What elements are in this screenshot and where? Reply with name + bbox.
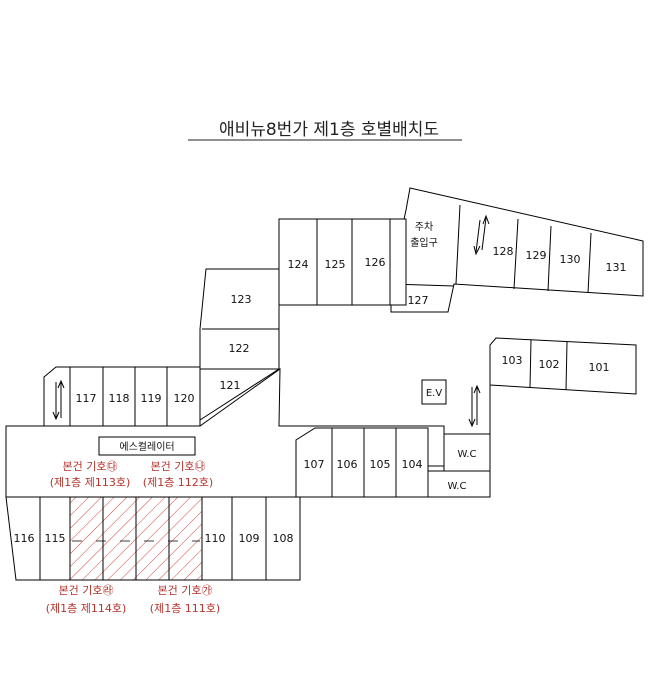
block-101-103	[489, 337, 637, 395]
escalator-box	[98, 436, 196, 456]
hatch-112	[135, 496, 170, 581]
elevator	[421, 379, 447, 405]
annotation-da-sub: (제1층 제113호)	[50, 476, 131, 489]
parking-arrows	[473, 214, 490, 256]
room-101: 101	[589, 361, 610, 374]
subject-annotations: 본건 기호㉰ (제1층 제113호) 본건 기호㉯ (제1층 112호) 본건 …	[46, 460, 221, 615]
wc-label-upper: W.C	[458, 449, 477, 460]
room-123: 123	[231, 293, 252, 306]
room-108: 108	[273, 532, 294, 545]
annotation-na-title: 본건 기호㉯	[151, 460, 206, 473]
room-118: 118	[109, 392, 130, 405]
hatch-111	[168, 496, 203, 581]
room-102: 102	[539, 358, 560, 371]
room-126: 126	[365, 256, 386, 269]
corridor-arrows	[468, 384, 481, 428]
block-124-126	[278, 218, 407, 306]
room-104: 104	[402, 458, 423, 471]
room-115: 115	[45, 532, 66, 545]
room-124: 124	[288, 258, 309, 271]
annotation-na-sub: (제1층 112호)	[143, 476, 213, 489]
parking-label-line2: 출입구	[410, 236, 438, 249]
room-130: 130	[560, 253, 581, 266]
room-127: 127	[408, 294, 429, 307]
room-122: 122	[229, 342, 250, 355]
right-wing-outline	[390, 187, 644, 313]
annotation-ra-sub: (제1층 제114호)	[46, 602, 127, 615]
room-103: 103	[502, 354, 523, 367]
hatch-114	[69, 496, 104, 581]
room-110: 110	[205, 532, 226, 545]
annotation-a-title: 본건 기호㉮	[158, 584, 213, 597]
room-128: 128	[493, 245, 514, 258]
room-116: 116	[14, 532, 35, 545]
annotation-a-sub: (제1층 111호)	[150, 602, 220, 615]
room-129: 129	[526, 249, 547, 262]
room-numbers: 101 102 103 104 105 106 107 108 109 110 …	[14, 245, 627, 545]
room-121: 121	[220, 379, 241, 392]
block-104-107	[295, 427, 429, 498]
room-109: 109	[239, 532, 260, 545]
room-120: 120	[174, 392, 195, 405]
room-107: 107	[304, 458, 325, 471]
hatch-113	[102, 496, 137, 581]
wc-lower	[427, 470, 491, 498]
wc-label-lower: W.C	[448, 481, 467, 492]
room-125: 125	[325, 258, 346, 271]
room-105: 105	[370, 458, 391, 471]
annotation-da-title: 본건 기호㉰	[63, 460, 118, 473]
elevator-label: E.V	[426, 388, 442, 399]
escalator-label: 에스컬레이터	[119, 440, 174, 453]
room-119: 119	[141, 392, 162, 405]
annotation-ra-title: 본건 기호㉱	[59, 584, 114, 597]
block-121-123	[199, 268, 280, 421]
page-title: 애비뉴8번가 제1층 호별배치도	[219, 120, 439, 140]
arrows-117	[52, 379, 65, 421]
room-131: 131	[606, 261, 627, 274]
parking-label-line1: 주차	[415, 221, 433, 233]
room-106: 106	[337, 458, 358, 471]
room-117: 117	[76, 392, 97, 405]
